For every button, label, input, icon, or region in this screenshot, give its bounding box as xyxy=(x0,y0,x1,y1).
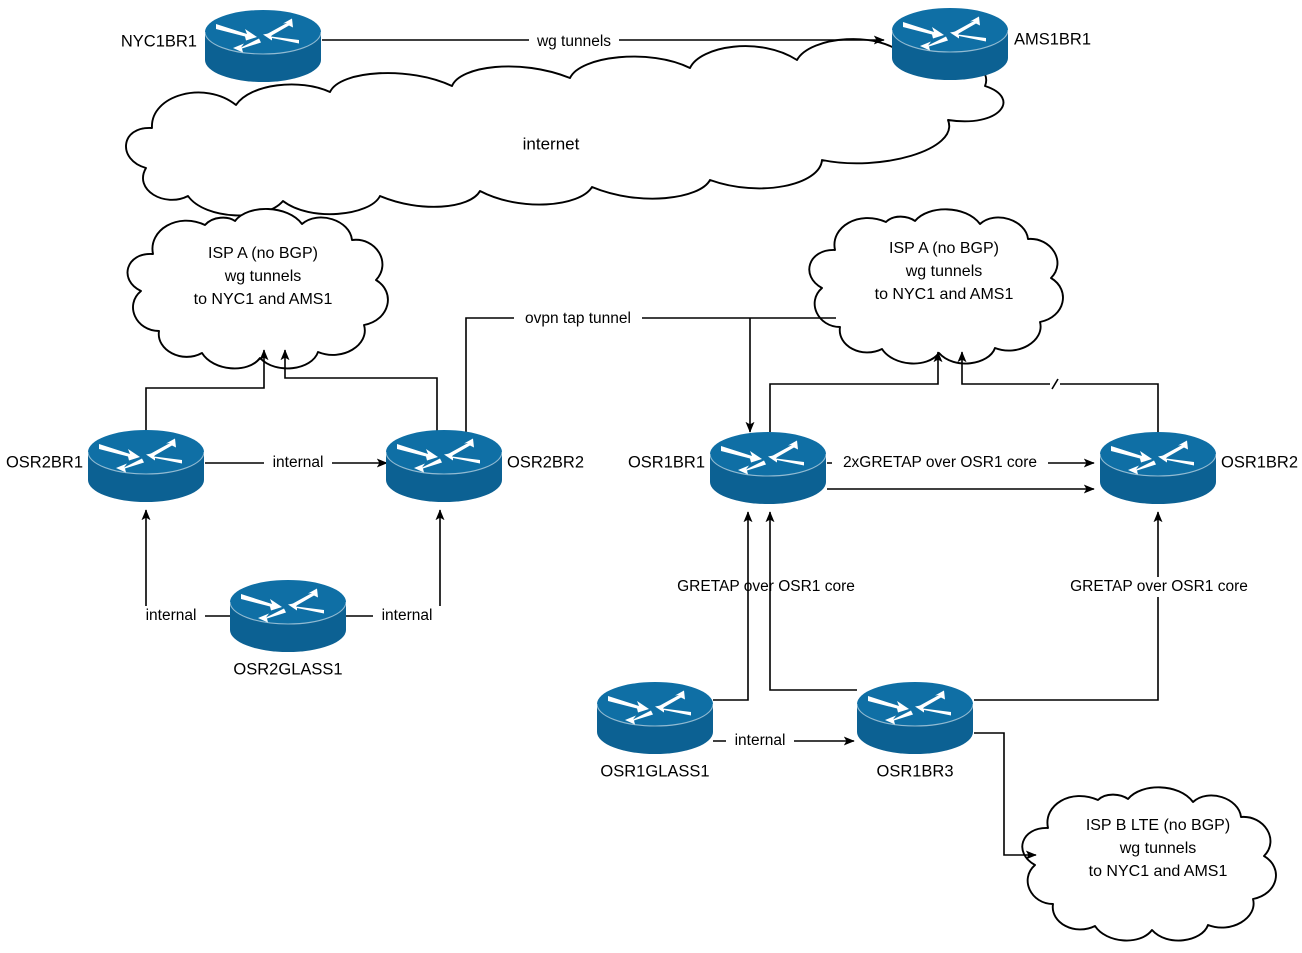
edge-label-osr1glass1-osr1br3: internal xyxy=(726,731,794,750)
node-label-osr2br1: OSR2BR1 xyxy=(6,453,83,471)
edge-label-internal-osr2: internal xyxy=(273,454,324,471)
node-osr2br2[interactable]: OSR2BR2 xyxy=(385,429,584,503)
node-label-osr1glass1: OSR1GLASS1 xyxy=(600,762,709,780)
edge-label-gretap-2x: 2xGRETAP over OSR1 core xyxy=(832,453,1048,473)
node-osr1glass1[interactable]: OSR1GLASS1 xyxy=(596,681,714,780)
cloud-isp-a-right-line-1: ISP A (no BGP) xyxy=(889,240,999,257)
edge-label-nyc1br1-ams1br1: wg tunnels xyxy=(529,31,619,50)
node-label-osr2glass1: OSR2GLASS1 xyxy=(233,660,342,678)
node-label-osr1br3: OSR1BR3 xyxy=(876,762,953,780)
edge-osr1br2-isp-a-right xyxy=(957,351,1159,432)
edge-label-internal-glass2-br1: internal xyxy=(146,607,197,624)
edge-osr2glass1-osr2br2 xyxy=(346,509,445,617)
node-label-osr2br2: OSR2BR2 xyxy=(507,453,584,471)
edge-osr1br3-osr1br1 xyxy=(765,511,857,691)
edge-osr1br3-osr1br2 xyxy=(974,511,1163,701)
node-osr1br2[interactable]: OSR1BR2 xyxy=(1099,431,1298,505)
node-osr2br1[interactable]: OSR2BR1 xyxy=(6,429,205,503)
cloud-isp-a-left: ISP A (no BGP) wg tunnels to NYC1 and AM… xyxy=(126,208,389,370)
edge-label-2xgretap: 2xGRETAP over OSR1 core xyxy=(843,454,1037,471)
node-label-nyc1br1: NYC1BR1 xyxy=(121,32,197,50)
edge-label-gretap-left: GRETAP over OSR1 core xyxy=(677,578,855,595)
edge-label-gretap-right: GRETAP over OSR1 core xyxy=(1064,577,1254,597)
node-osr2glass1[interactable]: OSR2GLASS1 xyxy=(229,579,347,678)
cloud-isp-a-left-line-2: wg tunnels xyxy=(224,268,302,285)
node-label-osr1br1: OSR1BR1 xyxy=(628,453,705,471)
edge-label-gretap-osr1-core-left: GRETAP over OSR1 core xyxy=(677,578,855,595)
edge-label-osr2glass1-osr2br2: internal xyxy=(373,606,441,625)
edge-label-wg-tunnels: wg tunnels xyxy=(536,33,611,50)
cloud-isp-b-lte-line-1: ISP B LTE (no BGP) xyxy=(1086,817,1230,834)
edge-label-osr2glass1-osr2br1: internal xyxy=(137,606,205,625)
edge-ovpn-tap-tunnel xyxy=(465,317,836,438)
edge-label-gretap-osr1-core-right: GRETAP over OSR1 core xyxy=(1070,578,1248,595)
cloud-isp-b-lte-line-2: wg tunnels xyxy=(1119,840,1197,857)
cloud-isp-a-right: ISP A (no BGP) wg tunnels to NYC1 and AM… xyxy=(808,208,1064,365)
cloud-isp-b-lte-line-3: to NYC1 and AMS1 xyxy=(1089,863,1228,880)
edge-label-ovpn-tap-tunnel: ovpn tap tunnel xyxy=(514,309,642,328)
edge-label-internal-osr1: internal xyxy=(735,732,786,749)
cloud-isp-b-lte: ISP B LTE (no BGP) wg tunnels to NYC1 an… xyxy=(1021,786,1277,942)
cloud-internet-label: internet xyxy=(523,134,580,153)
node-osr1br1[interactable]: OSR1BR1 xyxy=(628,431,827,505)
cloud-internet: internet xyxy=(125,38,1005,217)
cloud-isp-a-left-line-1: ISP A (no BGP) xyxy=(208,245,318,262)
node-nyc1br1[interactable]: NYC1BR1 xyxy=(121,9,322,83)
node-label-ams1br1: AMS1BR1 xyxy=(1014,30,1091,48)
node-osr1br3[interactable]: OSR1BR3 xyxy=(856,681,974,780)
edge-osr2br2-isp-a-left xyxy=(280,349,438,438)
node-ams1br1[interactable]: AMS1BR1 xyxy=(891,7,1091,81)
edge-osr1br1-isp-a-right xyxy=(769,351,943,432)
edge-label-internal-glass2-br2: internal xyxy=(382,607,433,624)
cloud-isp-a-right-line-3: to NYC1 and AMS1 xyxy=(875,286,1014,303)
edge-osr2glass1-osr2br1 xyxy=(141,509,230,617)
edge-label-osr2br1-osr2br2: internal xyxy=(264,453,332,472)
edge-osr1glass1-osr1br1 xyxy=(713,511,753,701)
edge-osr1br3-isp-b-lte xyxy=(974,732,1037,860)
cloud-isp-a-right-line-2: wg tunnels xyxy=(905,263,983,280)
edge-osr2br1-isp-a-left xyxy=(145,349,269,438)
node-label-osr1br2: OSR1BR2 xyxy=(1221,453,1298,471)
edge-label-ovpn-tap-tunnel: ovpn tap tunnel xyxy=(525,310,631,327)
cloud-isp-a-left-line-3: to NYC1 and AMS1 xyxy=(194,291,333,308)
